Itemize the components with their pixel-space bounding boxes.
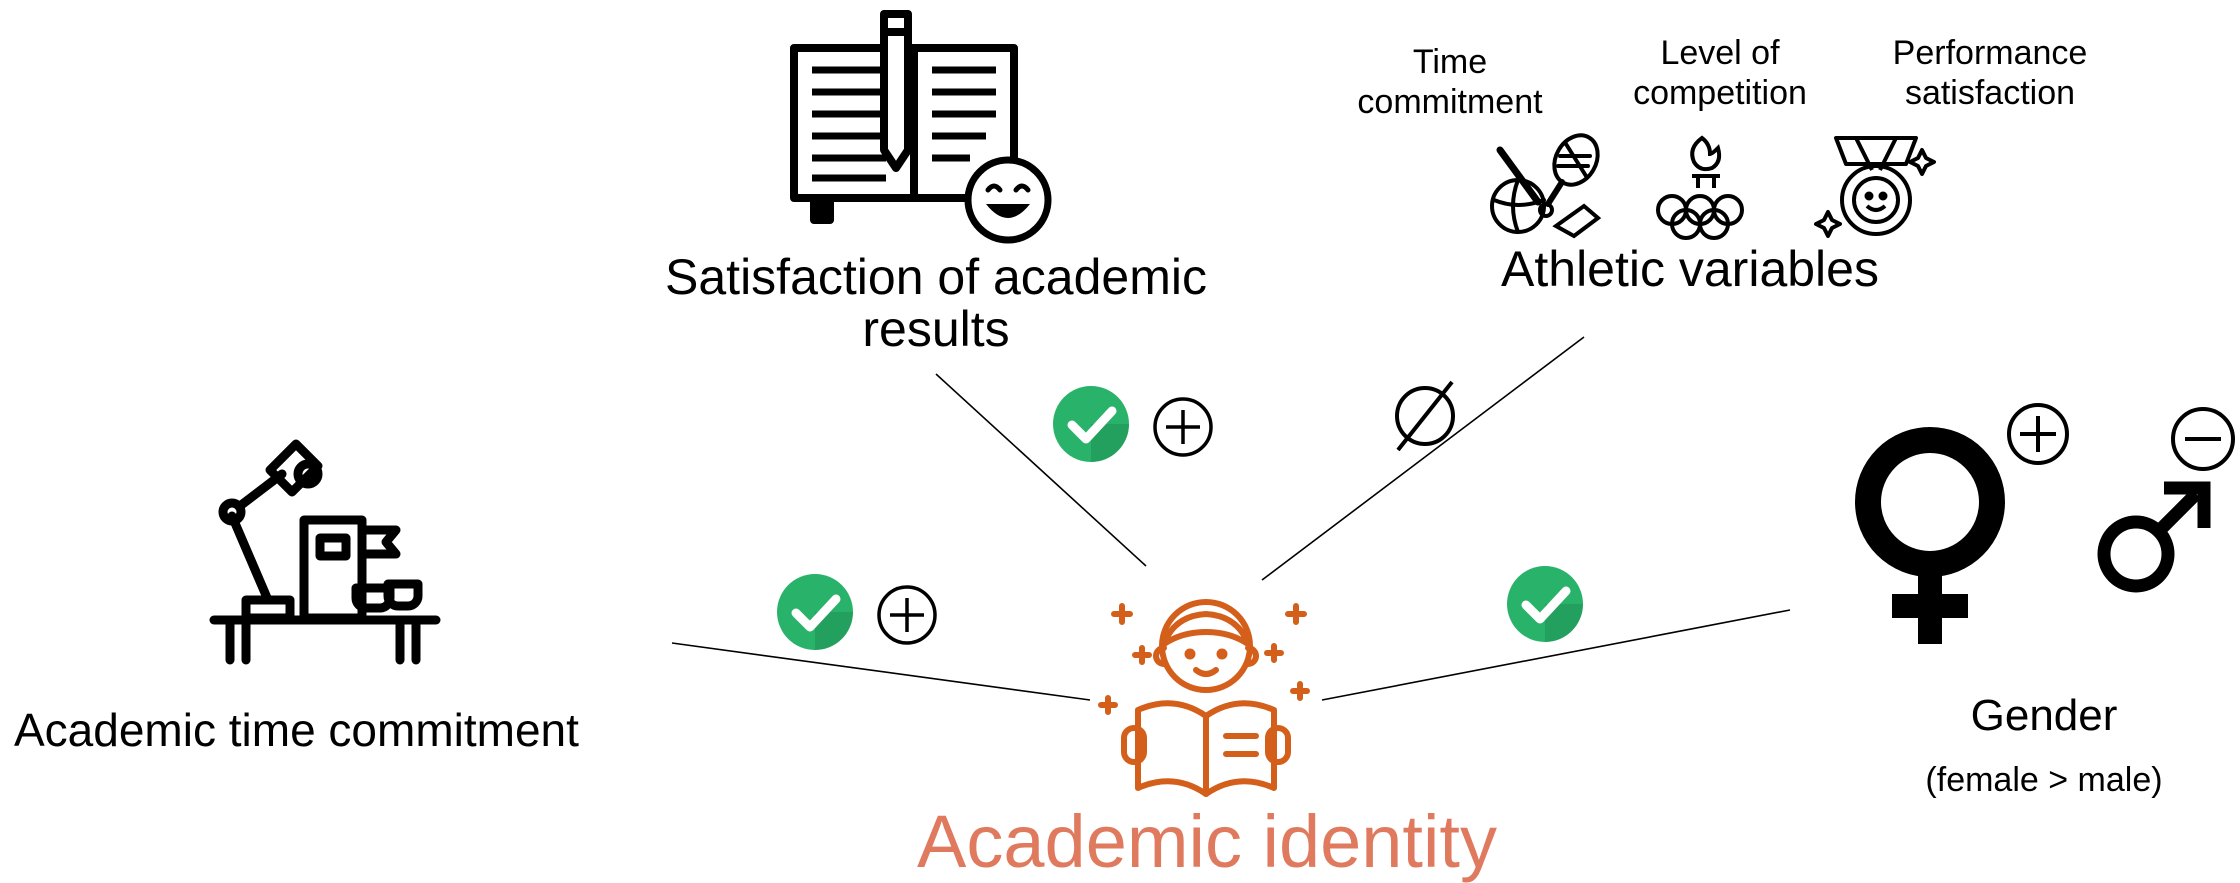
line-athletic (1261, 336, 1585, 581)
check-icon-gender (1507, 566, 1583, 642)
sports-equipment-icon (1490, 133, 1602, 239)
student-reading-icon (1098, 599, 1310, 797)
athletic-sub2-line1: Level of (1660, 34, 1780, 72)
athletic-label: Athletic variables (1501, 241, 1879, 297)
gender-label: Gender (1970, 691, 2118, 740)
female-symbol-icon (1855, 427, 2005, 644)
plus-circle-icon-academic-time (877, 585, 937, 645)
book-pen-smiley-icon (790, 10, 1052, 244)
line-gender (1321, 609, 1791, 701)
athletic-sub1-line1: Time (1412, 43, 1488, 81)
center-label: Academic identity (917, 800, 1497, 883)
minus-circle-icon-male (2171, 407, 2235, 471)
academic-time-label: Academic time commitment (14, 704, 579, 756)
gender-sublabel: (female > male) (1925, 761, 2163, 799)
medal-icon (1814, 136, 1936, 238)
check-icon-satisfaction (1053, 386, 1129, 462)
line-academic-time (671, 642, 1091, 701)
satisfaction-label-line2: results (862, 301, 1010, 357)
plus-circle-icon-satisfaction (1153, 397, 1213, 457)
plus-circle-icon-female (2007, 403, 2069, 465)
check-icon-academic-time (777, 574, 853, 650)
empty-set-icon (1395, 380, 1455, 452)
olympic-torch-icon (1656, 135, 1744, 240)
desk-lamp-icon (209, 439, 441, 665)
athletic-sub1-line2: commitment (1357, 83, 1543, 121)
athletic-sub2-line2: competition (1633, 74, 1807, 112)
line-satisfaction (935, 373, 1147, 567)
athletic-sub3-line1: Performance (1892, 34, 2088, 72)
male-symbol-icon (2097, 481, 2211, 593)
athletic-sub3-line2: satisfaction (1904, 74, 2076, 112)
satisfaction-label-line1: Satisfaction of academic (665, 249, 1207, 305)
